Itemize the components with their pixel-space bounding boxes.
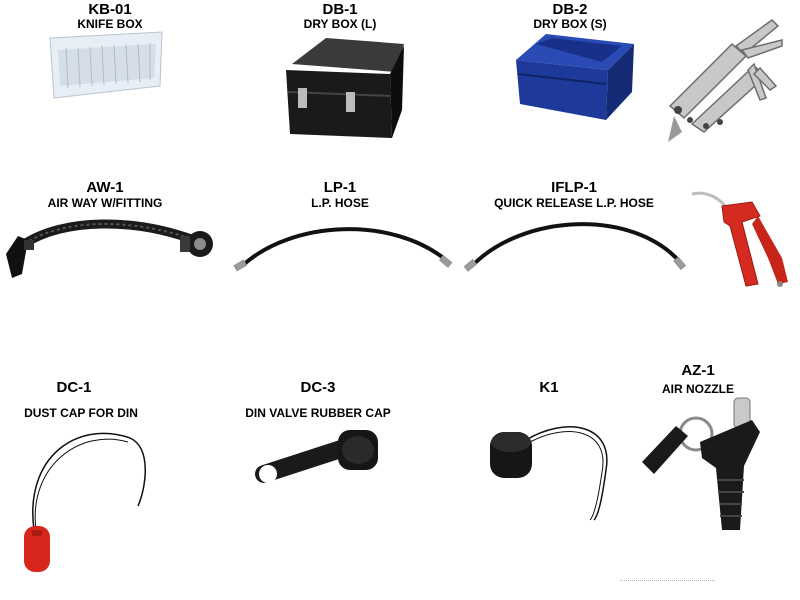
item-code: LP-1	[323, 179, 357, 196]
item-code: IFLP-1	[551, 179, 597, 196]
blow-gun-icon	[688, 188, 792, 288]
item-code: DB-1	[322, 1, 358, 18]
k1-cap-icon	[486, 420, 616, 524]
lp-hose-icon	[232, 220, 460, 274]
item-code: DC-1	[56, 379, 92, 396]
item-description: KNIFE BOX	[77, 17, 143, 31]
dry-box-small-icon	[512, 30, 636, 126]
item-code: DC-3	[300, 379, 336, 396]
din-rubber-cap-icon	[254, 426, 382, 494]
knife-box-icon	[44, 28, 169, 103]
item-description: DRY BOX (L)	[303, 17, 377, 31]
divider	[620, 580, 715, 581]
dry-box-large-icon	[282, 34, 406, 142]
multi-tool-icon	[662, 14, 786, 146]
din-dust-cap-icon	[18, 426, 162, 576]
item-code: AZ-1	[681, 362, 715, 379]
item-code: DB-2	[552, 1, 588, 18]
item-code: K1	[539, 379, 559, 396]
item-description: DRY BOX (S)	[533, 17, 607, 31]
item-description: DUST CAP FOR DIN	[24, 406, 138, 420]
air-nozzle-icon	[636, 396, 770, 534]
item-description: DIN VALVE RUBBER CAP	[245, 406, 391, 420]
item-code: KB-01	[88, 1, 132, 18]
item-description: QUICK RELEASE L.P. HOSE	[494, 196, 654, 210]
item-code: AW-1	[86, 179, 124, 196]
item-description: AIR NOZZLE	[662, 382, 734, 396]
item-description: AIR WAY W/FITTING	[47, 196, 163, 210]
item-description: L.P. HOSE	[311, 196, 369, 210]
air-way-hose-icon	[4, 214, 218, 284]
quick-release-hose-icon	[462, 214, 690, 274]
